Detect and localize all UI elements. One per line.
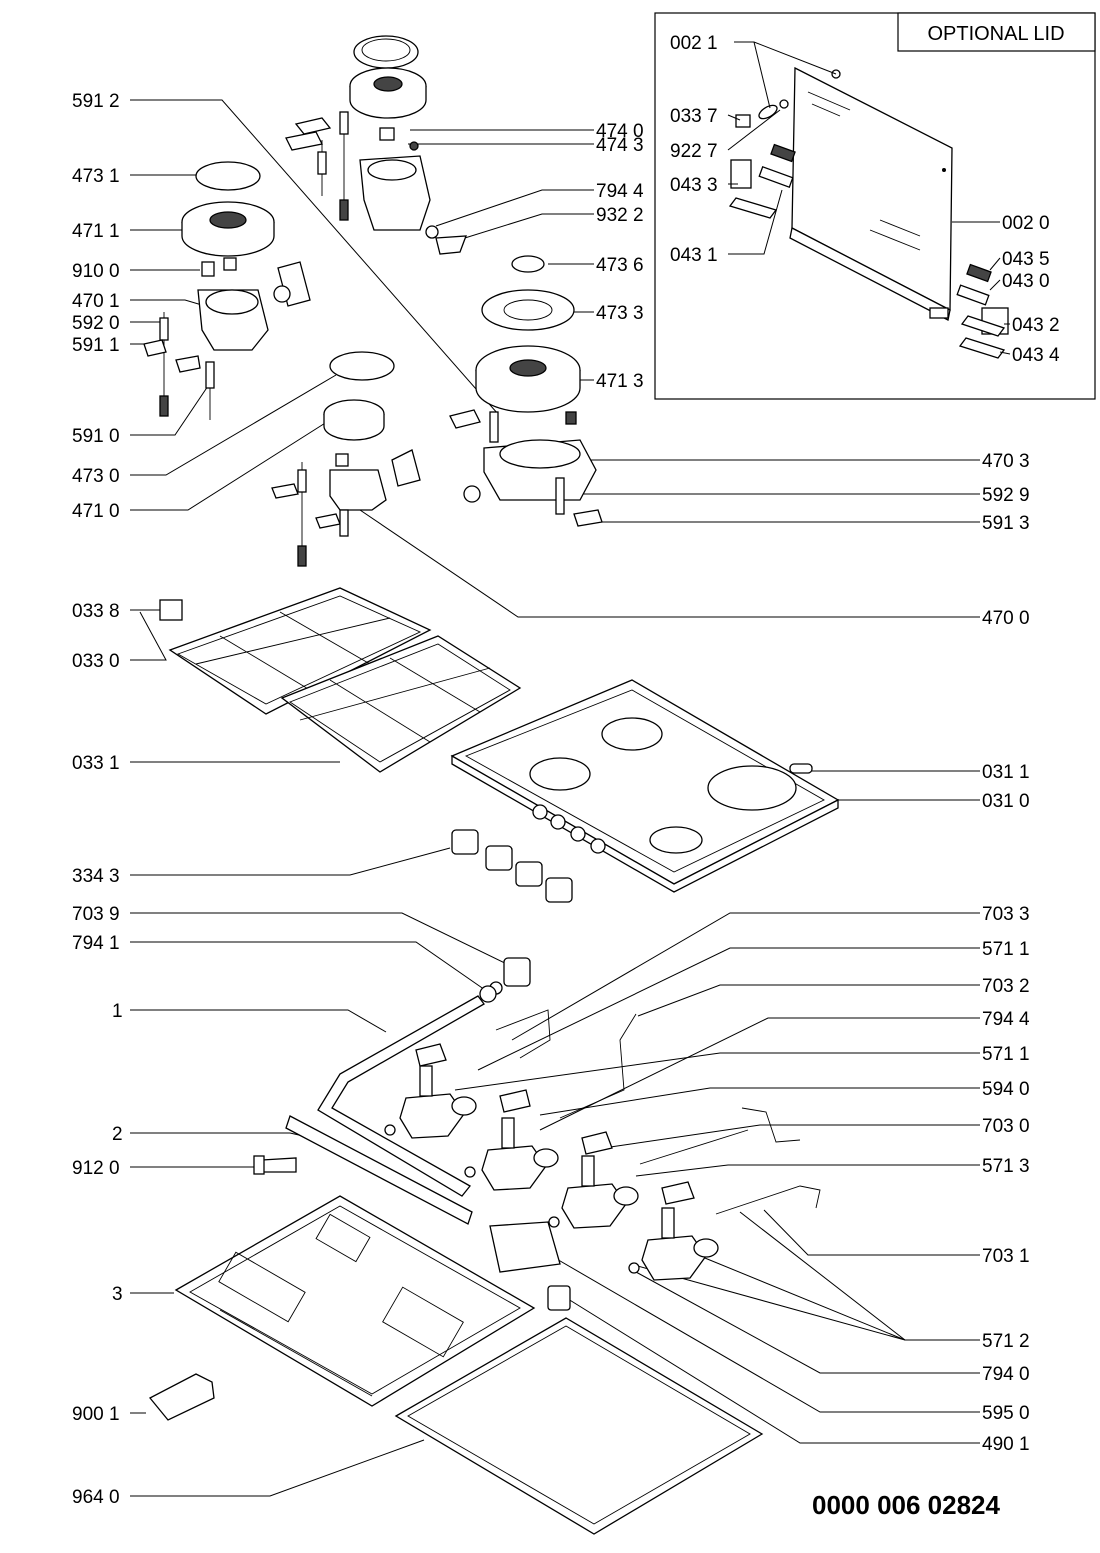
- control-knobs: [451, 829, 573, 903]
- label-571-3: 571 3: [982, 1156, 1030, 1177]
- optional-lid-title: OPTIONAL LID: [927, 23, 1064, 45]
- label-794-4-top: 794 4: [596, 181, 644, 202]
- label-033-8: 033 8: [72, 601, 120, 622]
- leader-lines: [130, 41, 1011, 1497]
- label-794-1: 794 1: [72, 933, 120, 954]
- label-703-0: 703 0: [982, 1116, 1030, 1137]
- label-item-2: 2: [112, 1124, 123, 1145]
- label-334-3: 334 3: [72, 866, 120, 887]
- label-002-1: 002 1: [670, 33, 718, 54]
- label-910-0: 910 0: [72, 261, 120, 282]
- label-571-1-b: 571 1: [982, 1044, 1030, 1065]
- label-592-9: 592 9: [982, 485, 1030, 506]
- label-473-0: 473 0: [72, 466, 120, 487]
- label-033-7: 033 7: [670, 106, 718, 127]
- pan-support-grids: [159, 587, 522, 773]
- label-031-1: 031 1: [982, 762, 1030, 783]
- label-703-9: 703 9: [72, 904, 120, 925]
- label-033-0: 033 0: [72, 651, 120, 672]
- label-473-1: 473 1: [72, 166, 120, 187]
- label-473-6: 473 6: [596, 255, 644, 276]
- label-002-0: 002 0: [1002, 213, 1050, 234]
- label-043-1: 043 1: [670, 245, 718, 266]
- label-item-3: 3: [112, 1284, 123, 1305]
- document-number: 0000 006 02824: [812, 1490, 1001, 1520]
- label-703-2: 703 2: [982, 976, 1030, 997]
- label-474-3: 474 3: [596, 135, 644, 156]
- label-703-3: 703 3: [982, 904, 1030, 925]
- label-043-4: 043 4: [1012, 345, 1060, 366]
- label-595-0: 595 0: [982, 1403, 1030, 1424]
- label-043-3: 043 3: [670, 175, 718, 196]
- label-932-2: 932 2: [596, 205, 644, 226]
- part-labels: 591 2 473 1 471 1 910 0 470 1 592 0 591 …: [72, 33, 1060, 1508]
- lid-glass-panel: [789, 66, 953, 321]
- label-471-0: 471 0: [72, 501, 120, 522]
- label-033-1: 033 1: [72, 753, 120, 774]
- label-043-0: 043 0: [1002, 271, 1050, 292]
- label-594-0: 594 0: [982, 1079, 1030, 1100]
- label-470-3: 470 3: [982, 451, 1030, 472]
- gas-rail-and-valves: [253, 957, 821, 1311]
- gasket-seal: [394, 1317, 764, 1535]
- label-043-5: 043 5: [1002, 249, 1050, 270]
- fixing-bracket: [148, 1373, 215, 1421]
- label-591-1: 591 1: [72, 335, 120, 356]
- label-912-0: 912 0: [72, 1158, 120, 1179]
- hob-top: [450, 679, 840, 893]
- label-922-7: 922 7: [670, 141, 718, 162]
- lid-hinge-hardware: [728, 69, 1009, 359]
- valve-bodies: [384, 1043, 719, 1281]
- optional-lid-box: OPTIONAL LID: [654, 12, 1096, 400]
- label-031-0: 031 0: [982, 791, 1030, 812]
- label-item-1: 1: [112, 1001, 123, 1022]
- label-473-3: 473 3: [596, 303, 644, 324]
- label-043-2: 043 2: [1012, 315, 1060, 336]
- label-571-1-a: 571 1: [982, 939, 1030, 960]
- label-900-1: 900 1: [72, 1404, 120, 1425]
- label-470-1: 470 1: [72, 291, 120, 312]
- label-471-1: 471 1: [72, 221, 120, 242]
- label-571-2: 571 2: [982, 1331, 1030, 1352]
- label-794-4-bottom: 794 4: [982, 1009, 1030, 1030]
- label-591-3: 591 3: [982, 513, 1030, 534]
- label-474-0: 474 0: [596, 121, 644, 142]
- base-tray: [174, 1195, 536, 1407]
- label-591-2: 591 2: [72, 91, 120, 112]
- label-591-0: 591 0: [72, 426, 120, 447]
- label-592-0: 592 0: [72, 313, 120, 334]
- label-490-1: 490 1: [982, 1434, 1030, 1455]
- label-471-3: 471 3: [596, 371, 644, 392]
- burner-parts: [143, 35, 603, 567]
- label-794-0: 794 0: [982, 1364, 1030, 1385]
- label-703-1: 703 1: [982, 1246, 1030, 1267]
- label-964-0: 964 0: [72, 1487, 120, 1508]
- label-470-0: 470 0: [982, 608, 1030, 629]
